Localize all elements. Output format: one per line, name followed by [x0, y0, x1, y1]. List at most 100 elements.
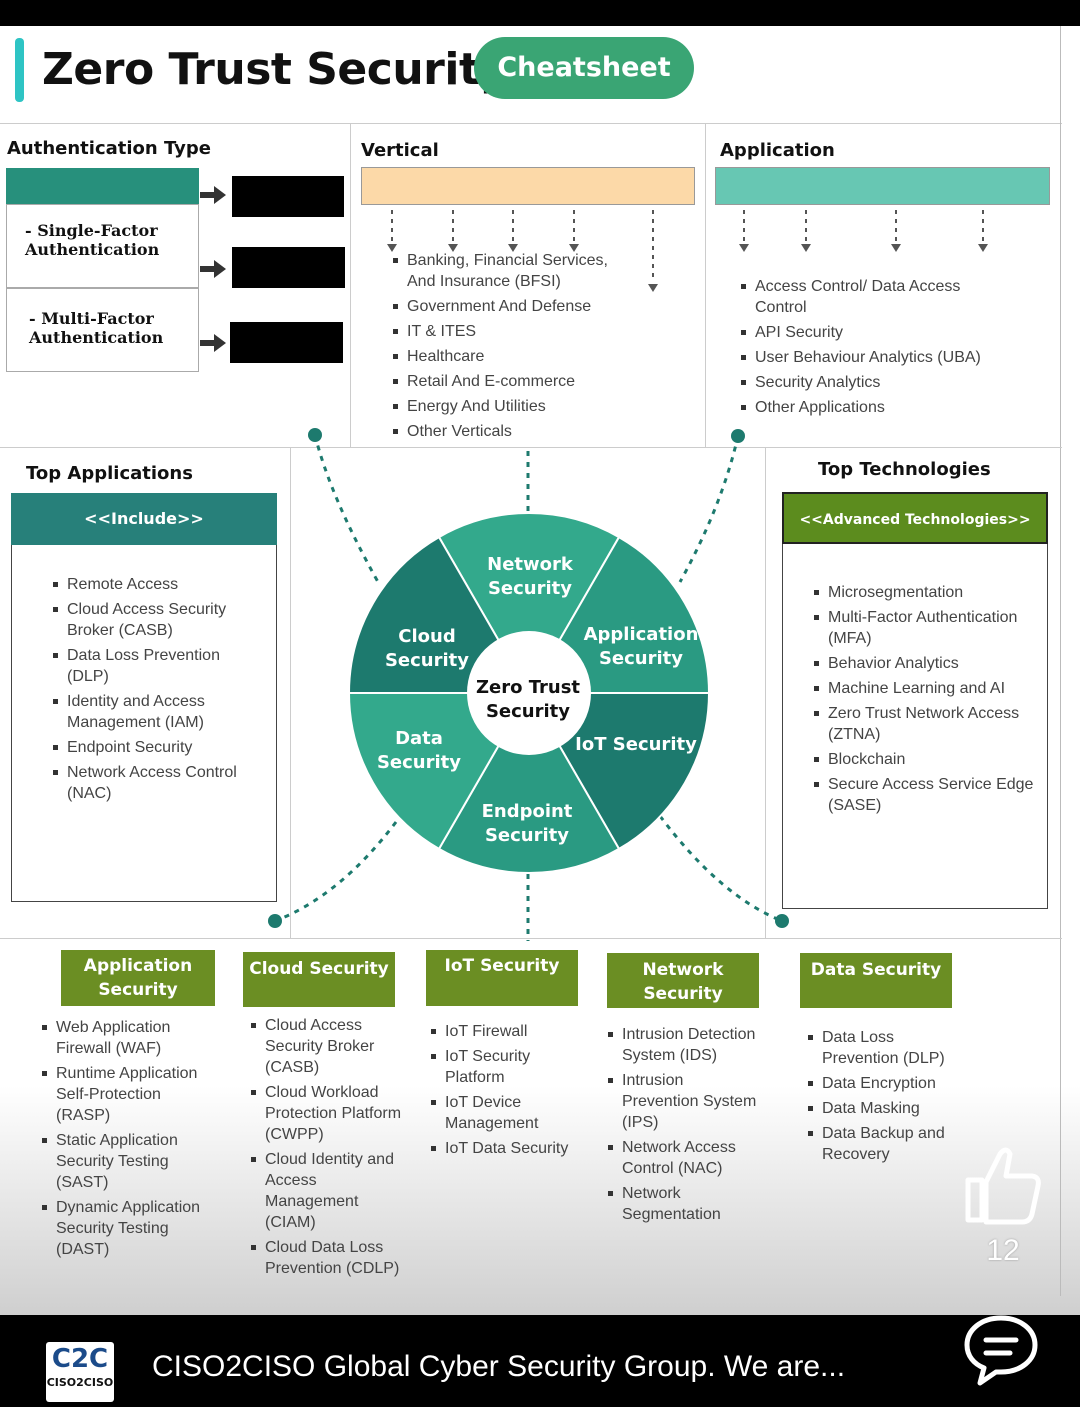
top-apps-list: Remote Access Cloud Access Security Brok… [52, 574, 262, 808]
wheel-center [467, 631, 591, 755]
list-item: Zero Trust Network Access (ZTNA) [813, 703, 1038, 745]
column-list-network: Intrusion Detection System (IDS) Intrusi… [607, 1024, 757, 1229]
list-item: Blockchain [813, 749, 1038, 770]
list-item: Government And Defense [392, 296, 632, 317]
vertical-list: Banking, Financial Services, And Insuran… [392, 250, 632, 446]
vertical-bar [361, 167, 695, 205]
cheatsheet-page: Zero Trust Security Cheatsheet Authentic… [0, 26, 1080, 1315]
list-item: Cloud Workload Protection Platform (CWPP… [250, 1082, 410, 1145]
divider [0, 123, 1062, 124]
list-item: Other Applications [740, 397, 1000, 418]
wheel-label-endpoint: Endpoint Security [481, 801, 573, 846]
list-item: Cloud Access Security Broker (CASB) [52, 599, 262, 641]
list-item: Static Application Security Testing (SAS… [41, 1130, 216, 1193]
auth-multi-label: - Multi-Factor Authentication [29, 309, 164, 347]
list-item: Dynamic Application Security Testing (DA… [41, 1197, 216, 1260]
footer-caption[interactable]: CISO2CISO Global Cyber Security Group. W… [152, 1350, 846, 1383]
logo-mark: C2C [51, 1344, 109, 1374]
list-item: Web Application Firewall (WAF) [41, 1017, 216, 1059]
redacted-box [232, 176, 344, 217]
list-item: Microsegmentation [813, 582, 1038, 603]
redacted-box [232, 247, 345, 288]
list-item: Retail And E-commerce [392, 371, 632, 392]
list-item: Data Backup and Recovery [807, 1123, 957, 1165]
column-list-application: Web Application Firewall (WAF) Runtime A… [41, 1017, 216, 1264]
wheel-segment-network [437, 513, 621, 696]
connector-lines [268, 428, 789, 941]
list-item: IT & ITES [392, 321, 632, 342]
list-item: Data Loss Prevention (DLP) [807, 1027, 957, 1069]
comment-icon[interactable] [962, 1313, 1040, 1389]
logo-text: CISO2CISO [46, 1376, 114, 1389]
list-item: Secure Access Service Edge (SASE) [813, 774, 1038, 816]
application-bar [715, 167, 1050, 205]
list-item: Cloud Data Loss Prevention (CDLP) [250, 1237, 410, 1279]
wheel-label-application: Application Security [583, 624, 699, 669]
list-item: Cloud Identity and Access Management (CI… [250, 1149, 410, 1233]
top-apps-banner: <<Include>> [11, 493, 277, 545]
background-fade [0, 1086, 1080, 1315]
divider [1060, 26, 1061, 1296]
redacted-box [230, 322, 343, 363]
list-item: Machine Learning and AI [813, 678, 1038, 699]
divider [350, 123, 351, 448]
list-item: Data Encryption [807, 1073, 957, 1094]
list-item: User Behaviour Analytics (UBA) [740, 347, 1000, 368]
wheel-segment-endpoint [437, 690, 621, 873]
list-item: Remote Access [52, 574, 262, 595]
top-tech-banner: <<Advanced Technologies>> [782, 492, 1048, 544]
list-item: Identity and Access Management (IAM) [52, 691, 262, 733]
divider [705, 123, 706, 448]
top-tech-heading: Top Technologies [818, 459, 991, 480]
list-item: Network Access Control (NAC) [607, 1137, 757, 1179]
list-item: Banking, Financial Services, And Insuran… [392, 250, 632, 292]
vertical-heading: Vertical [361, 140, 439, 161]
list-item: Runtime Application Self-Protection (RAS… [41, 1063, 216, 1126]
list-item: Cloud Access Security Broker (CASB) [250, 1015, 410, 1078]
auth-single-label: - Single-Factor Authentication [25, 221, 160, 259]
group-logo[interactable]: C2C CISO2CISO [46, 1342, 114, 1402]
list-item: Intrusion Detection System (IDS) [607, 1024, 757, 1066]
list-item: Healthcare [392, 346, 632, 367]
wheel-label-iot: IoT Security [575, 734, 697, 755]
column-list-data: Data Loss Prevention (DLP) Data Encrypti… [807, 1027, 957, 1169]
list-item: IoT Firewall [430, 1021, 580, 1042]
auth-multi-box: - Multi-Factor Authentication [6, 288, 199, 372]
divider [290, 447, 291, 939]
list-item: IoT Data Security [430, 1138, 580, 1159]
wheel-label-cloud: Cloud Security [384, 626, 470, 671]
thumbs-up-icon[interactable] [962, 1144, 1042, 1226]
list-item: Network Segmentation [607, 1183, 757, 1225]
wheel-label-network: Network Security [487, 554, 573, 599]
list-item: Behavior Analytics [813, 653, 1038, 674]
page-title: Zero Trust Security [42, 44, 508, 95]
list-item: Endpoint Security [52, 737, 262, 758]
column-list-cloud: Cloud Access Security Broker (CASB) Clou… [250, 1015, 410, 1283]
footer-bar [0, 1315, 1080, 1407]
list-item: Network Access Control (NAC) [52, 762, 262, 804]
divider [0, 447, 1062, 448]
column-title-application: Application Security [61, 950, 215, 1006]
wheel-center-label: Zero Trust Security [475, 677, 581, 722]
list-item: API Security [740, 322, 1000, 343]
like-count: 12 [986, 1234, 1020, 1267]
application-arrows [739, 210, 988, 252]
arrow-right-icon [200, 186, 226, 204]
cheatsheet-badge: Cheatsheet [474, 37, 694, 99]
auth-header-box [6, 168, 199, 204]
list-item: Data Masking [807, 1098, 957, 1119]
top-tech-list: Microsegmentation Multi-Factor Authentic… [813, 582, 1038, 820]
column-title-iot: IoT Security [426, 950, 578, 1006]
top-apps-heading: Top Applications [26, 463, 193, 484]
divider [765, 447, 766, 939]
title-accent-bar [15, 38, 24, 102]
list-item: Other Verticals [392, 421, 632, 442]
list-item: Multi-Factor Authentication (MFA) [813, 607, 1038, 649]
auth-single-box: - Single-Factor Authentication [6, 204, 199, 288]
arrow-right-icon [200, 334, 226, 352]
list-item: IoT Security Platform [430, 1046, 580, 1088]
column-title-data: Data Security [800, 953, 952, 1008]
list-item: Security Analytics [740, 372, 1000, 393]
list-item: Intrusion Prevention System (IPS) [607, 1070, 757, 1133]
application-heading: Application [720, 140, 835, 161]
